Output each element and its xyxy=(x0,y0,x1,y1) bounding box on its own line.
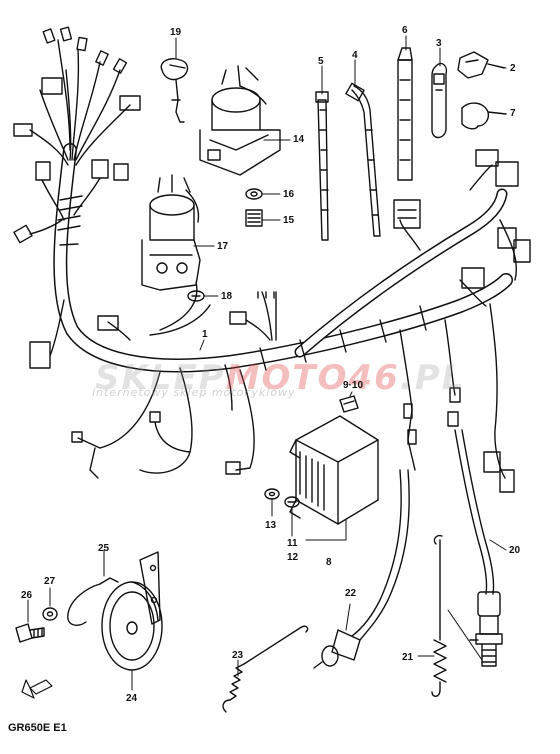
callout-11: 11 xyxy=(287,538,298,549)
callout-17: 17 xyxy=(217,241,229,252)
clamp-3 xyxy=(431,62,448,139)
callout-16: 16 xyxy=(283,189,295,200)
wiring-harness xyxy=(13,26,531,493)
washer-13 xyxy=(264,488,280,500)
cable-tie-4 xyxy=(345,82,381,237)
callout-15: 15 xyxy=(283,215,295,226)
screw-11 xyxy=(284,496,300,508)
callout-27: 27 xyxy=(44,576,56,587)
callout-25: 25 xyxy=(98,543,110,554)
screw-15 xyxy=(245,209,263,227)
steering-lock xyxy=(199,65,281,176)
watermark-brand-accent: MOTO46 xyxy=(225,358,400,398)
callout-7: 7 xyxy=(510,108,516,119)
screw-18 xyxy=(187,290,205,302)
key-illustration xyxy=(160,58,189,123)
cable-tie-5 xyxy=(315,91,329,241)
callout-5: 5 xyxy=(318,56,324,67)
model-code: GR650E E1 xyxy=(8,722,67,734)
callout-23: 23 xyxy=(232,650,244,661)
clamp-7 xyxy=(461,102,507,130)
callout-14: 14 xyxy=(293,134,305,145)
washer-16 xyxy=(245,188,263,200)
callout-9-10: 9·10 xyxy=(343,380,364,391)
watermark-tagline: internetowy sklep motocyklowy xyxy=(92,386,296,399)
callout-6: 6 xyxy=(402,25,408,36)
callout-22: 22 xyxy=(345,588,357,599)
callout-2: 2 xyxy=(510,63,516,74)
spring-23 xyxy=(222,625,309,713)
callout-18: 18 xyxy=(221,291,233,302)
leader-lines xyxy=(27,35,507,691)
callout-24: 24 xyxy=(126,693,138,704)
fuse xyxy=(339,395,359,413)
ignition-switch xyxy=(141,174,201,331)
washer-27 xyxy=(42,607,58,621)
callout-13: 13 xyxy=(265,520,277,531)
callout-20: 20 xyxy=(509,545,521,556)
watermark-brand-prefix: SKLEP xyxy=(95,358,226,398)
regulator-rectifier xyxy=(289,415,379,525)
callout-4: 4 xyxy=(352,50,358,61)
callout-3: 3 xyxy=(436,38,442,49)
rear-brake-switch xyxy=(454,429,503,667)
bolt-26 xyxy=(15,623,45,643)
callout-1: 1 xyxy=(202,329,208,340)
watermark-brand: SKLEPMOTO46.PL xyxy=(95,358,465,398)
front-direction-arrow-icon xyxy=(21,679,53,699)
callout-21: 21 xyxy=(402,652,414,663)
spring-21 xyxy=(431,534,447,697)
callout-12: 12 xyxy=(287,552,299,563)
horn xyxy=(67,551,163,671)
callout-19: 19 xyxy=(170,27,182,38)
clip-2 xyxy=(457,51,505,79)
watermark-brand-suffix: .PL xyxy=(399,358,466,398)
clamp-band-6 xyxy=(397,47,413,181)
callout-26: 26 xyxy=(21,590,33,601)
front-brake-switch xyxy=(313,469,410,669)
callout-8: 8 xyxy=(326,557,332,568)
